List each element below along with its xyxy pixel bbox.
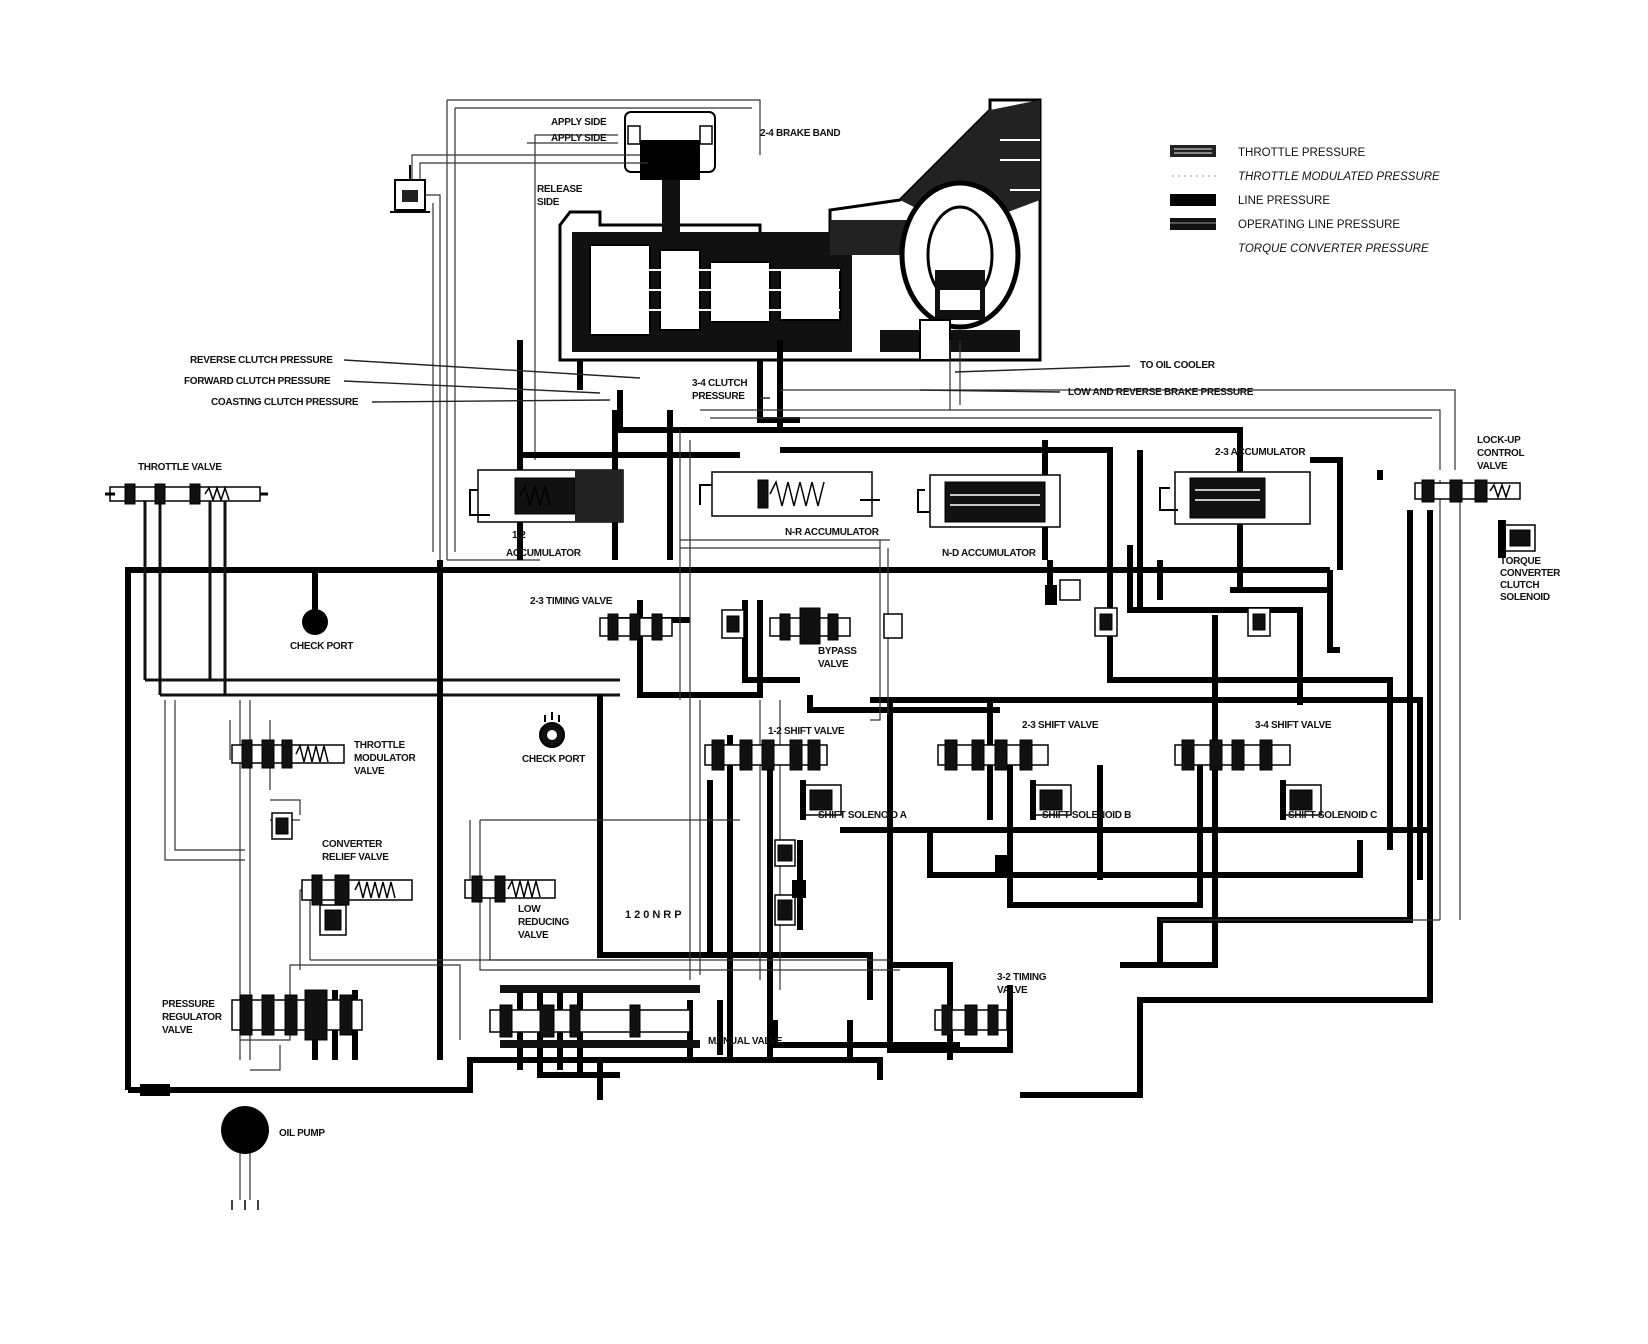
label-shift-solenoid-a: SHIFT SOLENOID A <box>818 810 907 821</box>
oil-pump <box>221 1106 269 1154</box>
label-oil-pump: OIL PUMP <box>279 1128 325 1139</box>
label-lockup-2: CONTROL <box>1477 448 1525 459</box>
label-shift-solenoid-b: SHIFT SOLENOID B <box>1042 810 1131 821</box>
label-low-reducing-3: VALVE <box>518 930 549 941</box>
leader-lines <box>343 359 1131 403</box>
shift-valve-1-2 <box>704 739 828 771</box>
accumulator-n-d <box>917 474 1061 528</box>
shift-solenoid-a <box>800 780 842 820</box>
accumulator-n-r <box>699 471 880 517</box>
timing-valve-3-2 <box>934 1004 1008 1036</box>
ports <box>221 609 565 1210</box>
label-tcc-1: TORQUE <box>1500 556 1541 567</box>
legend-throttle-pressure: THROTTLE PRESSURE <box>1238 147 1365 159</box>
label-low-reducing-1: LOW <box>518 904 541 915</box>
label-check-port-2: CHECK PORT <box>522 754 585 765</box>
shift-solenoid-c <box>1280 780 1322 820</box>
label-pressure-regulator-1: PRESSURE <box>162 999 215 1010</box>
label-release-side-2: SIDE <box>537 197 560 208</box>
label-check-port-1: CHECK PORT <box>290 641 353 652</box>
legend-line-pressure: LINE PRESSURE <box>1238 195 1330 207</box>
label-low-reverse-brake: LOW AND REVERSE BRAKE PRESSURE <box>1068 387 1254 398</box>
shift-valve-3-4 <box>1174 739 1291 771</box>
low-reducing-valve <box>464 875 556 903</box>
label-reverse-clutch-pressure: REVERSE CLUTCH PRESSURE <box>190 355 333 366</box>
label-stamp: 120NRP <box>625 909 685 921</box>
label-to-oil-cooler: TO OIL COOLER <box>1140 360 1216 371</box>
label-throttle-modulator-3: VALVE <box>354 766 385 777</box>
legend-operating-line-pressure: OPERATING LINE PRESSURE <box>1238 219 1400 231</box>
torque-converter-clutch-solenoid <box>1498 520 1536 558</box>
legend-swatch-line <box>1170 194 1216 206</box>
label-n-d-accumulator: N-D ACCUMULATOR <box>942 548 1037 559</box>
throttle-valve <box>105 483 268 505</box>
shift-solenoid-b <box>1030 780 1072 820</box>
label-lockup-1: LOCK-UP <box>1477 435 1521 446</box>
lockup-control-valve <box>1414 479 1521 503</box>
label-pressure-regulator-2: REGULATOR <box>162 1012 223 1023</box>
label-3-4-clutch-2: PRESSURE <box>692 391 745 402</box>
label-3-2-timing-2: VALVE <box>997 985 1028 996</box>
label-shift-solenoid-c: SHIFT SOLENOID C <box>1288 810 1377 821</box>
label-throttle-valve: THROTTLE VALVE <box>138 462 222 473</box>
accumulator-2-3 <box>1159 471 1311 525</box>
label-tcc-4: SOLENOID <box>1500 592 1550 603</box>
label-accumulator-1-2-a: 1-2 <box>512 530 526 541</box>
label-throttle-modulator-1: THROTTLE <box>354 740 406 751</box>
label-bypass-2: VALVE <box>818 659 849 670</box>
label-apply-side-1: APPLY SIDE <box>551 117 607 128</box>
accumulator-1-2 <box>469 469 624 523</box>
thin-lines <box>229 340 1461 1200</box>
legend-swatch-throttle <box>1170 145 1216 157</box>
label-3-4-shift-valve: 3-4 SHIFT VALVE <box>1255 720 1332 731</box>
transmission-cross-section <box>411 98 1042 561</box>
label-accumulator-1-2-b: ACCUMULATOR <box>506 548 582 559</box>
converter-relief-valve <box>301 874 413 936</box>
timing-valve-2-3 <box>599 613 673 641</box>
label-manual-valve: MANUAL VALVE <box>708 1036 783 1047</box>
label-low-reducing-2: REDUCING <box>518 917 569 928</box>
throttle-switch <box>390 165 441 560</box>
check-port-1 <box>302 609 328 635</box>
check-valve <box>883 613 903 639</box>
label-forward-clutch-pressure: FORWARD CLUTCH PRESSURE <box>184 376 331 387</box>
label-tcc-3: CLUTCH <box>1500 580 1539 591</box>
label-throttle-modulator-2: MODULATOR <box>354 753 416 764</box>
label-2-3-shift-valve: 2-3 SHIFT VALVE <box>1022 720 1099 731</box>
valves <box>105 469 1536 1096</box>
label-release-side-1: RELEASE <box>537 184 583 195</box>
label-converter-relief-2: RELIEF VALVE <box>322 852 389 863</box>
label-brake-band: 2-4 BRAKE BAND <box>760 128 840 139</box>
throttle-modulator-valve <box>231 739 345 769</box>
label-3-4-clutch-1: 3-4 CLUTCH <box>692 378 747 389</box>
label-tcc-2: CONVERTER <box>1500 568 1561 579</box>
label-3-2-timing-1: 3-2 TIMING <box>997 972 1047 983</box>
label-accumulator-2-3: 2-3 ACCUMULATOR <box>1215 447 1306 458</box>
manual-valve <box>489 985 700 1048</box>
shift-valve-2-3 <box>937 739 1049 771</box>
labels: APPLY SIDE APPLY SIDE 2-4 BRAKE BAND REL… <box>138 117 1561 1139</box>
label-converter-relief-1: CONVERTER <box>322 839 383 850</box>
label-n-r-accumulator: N-R ACCUMULATOR <box>785 527 880 538</box>
label-apply-side-2: APPLY SIDE <box>551 133 607 144</box>
label-coasting-clutch-pressure: COASTING CLUTCH PRESSURE <box>211 397 359 408</box>
legend-torque-converter-pressure: TORQUE CONVERTER PRESSURE <box>1238 243 1429 255</box>
pressure-regulator-valve <box>231 989 363 1041</box>
legend: THROTTLE PRESSURE THROTTLE MODULATED PRE… <box>1170 145 1440 255</box>
label-lockup-3: VALVE <box>1477 461 1508 472</box>
label-bypass-1: BYPASS <box>818 646 857 657</box>
label-pressure-regulator-3: VALVE <box>162 1025 193 1036</box>
label-2-3-timing-valve: 2-3 TIMING VALVE <box>530 596 613 607</box>
legend-throttle-modulated-pressure: THROTTLE MODULATED PRESSURE <box>1238 171 1440 183</box>
label-1-2-shift-valve: 1-2 SHIFT VALVE <box>768 726 845 737</box>
bypass-valve <box>769 607 851 645</box>
